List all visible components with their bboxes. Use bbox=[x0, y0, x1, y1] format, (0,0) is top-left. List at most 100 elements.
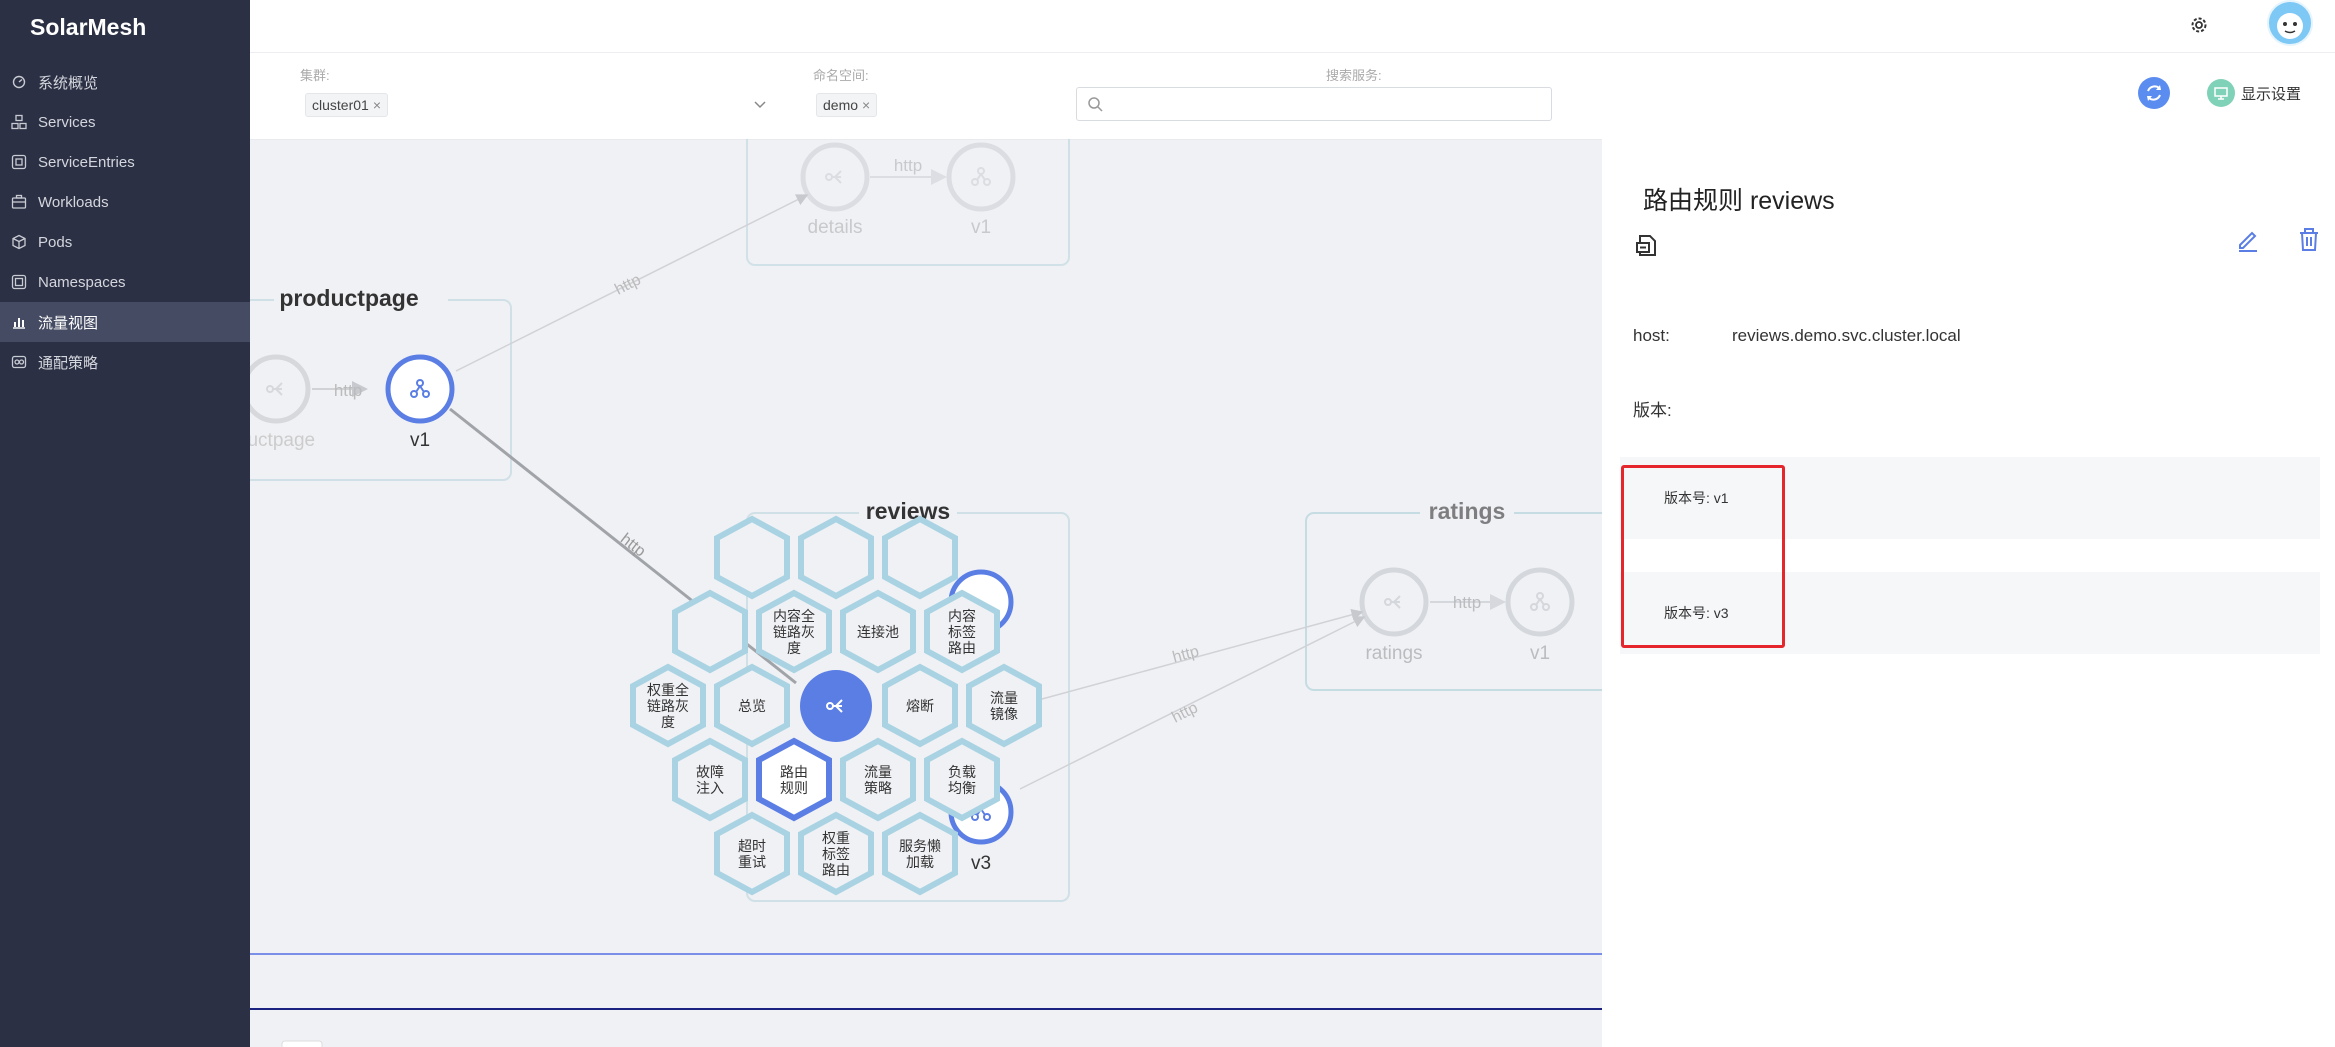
ratings-title: ratings bbox=[1429, 498, 1506, 524]
edit-icon[interactable] bbox=[2235, 227, 2261, 253]
version-card-v1[interactable]: 版本号: v1 bbox=[1620, 457, 2320, 539]
hex-timeout-retry[interactable]: 超时 重试 bbox=[714, 811, 790, 896]
reviews-service-node[interactable] bbox=[800, 670, 872, 742]
display-settings-label: 显示设置 bbox=[2241, 85, 2302, 103]
hex-label: 路由 bbox=[822, 862, 850, 878]
chevron-down-icon[interactable] bbox=[752, 97, 768, 113]
avatar[interactable] bbox=[2267, 0, 2313, 46]
hex-traffic-policy[interactable]: 流量 策略 bbox=[840, 737, 916, 822]
productpage-title: productpage bbox=[279, 285, 418, 311]
hex-content-gray-release[interactable]: 内容全 链路灰 度 bbox=[756, 589, 832, 674]
details-v1-label: v1 bbox=[971, 217, 991, 238]
productpage-v1-node[interactable] bbox=[385, 354, 455, 424]
ratings-v1-node[interactable] bbox=[1505, 567, 1575, 637]
sidebar-item-overview[interactable]: 系统概览 bbox=[0, 62, 250, 102]
sidebar-item-label: 系统概览 bbox=[38, 74, 99, 92]
sidebar-item-label: Namespaces bbox=[38, 273, 126, 291]
hex-empty bbox=[882, 515, 958, 600]
ratings-v1-label: v1 bbox=[1530, 643, 1550, 664]
hex-label: 内容全 bbox=[773, 608, 815, 624]
hex-label: 度 bbox=[787, 640, 801, 656]
hex-label: 链路灰 bbox=[773, 624, 815, 640]
services-icon bbox=[10, 113, 28, 131]
hex-content-tag-route[interactable]: 内容 标签 路由 bbox=[924, 589, 1000, 674]
refresh-button[interactable] bbox=[2138, 77, 2170, 109]
hex-label: 流量 bbox=[990, 690, 1018, 706]
hex-label: 熔断 bbox=[906, 698, 934, 714]
details-node-label: details bbox=[808, 217, 863, 238]
hex-label: 均衡 bbox=[948, 780, 976, 796]
edge-reviews-ratings[interactable] bbox=[1041, 608, 1364, 700]
productpage-group[interactable]: productpage http ductpage v1 bbox=[250, 285, 512, 481]
hex-weight-gray-release[interactable]: 权重全 链路灰 度 bbox=[630, 663, 706, 748]
details-v1-node[interactable] bbox=[946, 142, 1016, 212]
hex-label: 路由 bbox=[780, 764, 808, 780]
cluster-select[interactable]: cluster01× bbox=[305, 89, 388, 121]
namespaces-icon bbox=[10, 273, 28, 291]
hex-label: 镜像 bbox=[990, 706, 1018, 722]
cluster-tag: cluster01× bbox=[305, 93, 388, 117]
details-group[interactable]: http details v1 bbox=[746, 139, 1070, 266]
sidebar-item-wildcard-policy[interactable]: 通配策略 bbox=[0, 342, 250, 382]
hex-weight-tag-route[interactable]: 权重 标签 路由 bbox=[798, 811, 874, 896]
cluster-tag-text: cluster01 bbox=[312, 97, 369, 113]
gear-icon[interactable] bbox=[2187, 13, 2211, 37]
hex-routing-rule[interactable]: 路由 规则 bbox=[756, 737, 832, 822]
hex-label: 标签 bbox=[948, 624, 976, 640]
version-card-v3[interactable]: 版本号: v3 bbox=[1620, 572, 2320, 654]
sidebar-item-pods[interactable]: Pods bbox=[0, 222, 250, 262]
display-settings-button[interactable]: 显示设置 bbox=[2207, 78, 2301, 108]
namespace-select[interactable]: demo× bbox=[816, 89, 878, 121]
hex-label: 重试 bbox=[738, 854, 766, 870]
hex-overview[interactable]: 总览 bbox=[714, 663, 790, 748]
hex-label: 流量 bbox=[864, 764, 892, 780]
sidebar-item-label: Pods bbox=[38, 233, 73, 251]
sidebar-item-services[interactable]: Services bbox=[0, 102, 250, 142]
remove-tag-icon[interactable]: × bbox=[372, 97, 381, 113]
hex-load-balance[interactable]: 负载 均衡 bbox=[924, 737, 1000, 822]
delete-icon[interactable] bbox=[2296, 227, 2322, 253]
ratings-group[interactable]: ratings http ratings v1 bbox=[1305, 498, 1602, 691]
hex-label: 注入 bbox=[696, 780, 724, 796]
hex-label: 标签 bbox=[822, 846, 850, 862]
hex-label: 加载 bbox=[906, 854, 934, 870]
edge-productpage-details[interactable] bbox=[455, 194, 809, 372]
sidebar-item-traffic-view[interactable]: 流量视图 bbox=[0, 302, 250, 342]
edge-label: http bbox=[1169, 699, 1201, 726]
sidebar: SolarMesh 系统概览 Services ServiceEntries W… bbox=[0, 0, 250, 1047]
timeline-handle[interactable] bbox=[281, 1040, 323, 1047]
sidebar-item-serviceentries[interactable]: ServiceEntries bbox=[0, 142, 250, 182]
workloads-icon bbox=[10, 193, 28, 211]
sidebar-item-label: Workloads bbox=[38, 193, 109, 211]
hex-label: 服务懒 bbox=[899, 838, 941, 854]
sidebar-item-workloads[interactable]: Workloads bbox=[0, 182, 250, 222]
brand-logo[interactable]: SolarMesh bbox=[30, 14, 147, 40]
hex-label: 超时 bbox=[738, 838, 766, 854]
edge-label: http bbox=[1453, 593, 1481, 612]
remove-tag-icon[interactable]: × bbox=[862, 97, 871, 113]
edge-reviews-ratings[interactable] bbox=[1019, 616, 1366, 790]
hex-connection-pool[interactable]: 连接池 bbox=[840, 589, 916, 674]
namespace-tag: demo× bbox=[816, 93, 878, 117]
namespace-label: 命名空间: bbox=[813, 68, 869, 83]
copy-icon[interactable] bbox=[1636, 233, 1658, 259]
hex-label: 权重全 bbox=[647, 682, 689, 698]
search-input[interactable] bbox=[1076, 87, 1552, 121]
hex-fault-injection[interactable]: 故障 注入 bbox=[672, 737, 748, 822]
search-icon bbox=[1088, 97, 1103, 112]
hex-lazy-loading[interactable]: 服务懒 加载 bbox=[882, 811, 958, 896]
traffic-graph[interactable]: http details v1 productpage http ductpag… bbox=[250, 139, 1602, 1047]
edge-label: http bbox=[617, 531, 649, 561]
ratings-node-label: ratings bbox=[1365, 643, 1422, 664]
hex-label: 策略 bbox=[864, 780, 892, 796]
edge-label: http bbox=[612, 271, 644, 298]
monitor-icon bbox=[2207, 79, 2235, 107]
reviews-title: reviews bbox=[866, 498, 950, 524]
hex-traffic-mirror[interactable]: 流量 镜像 bbox=[966, 663, 1042, 748]
detail-panel: 路由规则 reviews host: reviews.demo.svc.clus… bbox=[1602, 139, 2335, 1047]
sidebar-item-namespaces[interactable]: Namespaces bbox=[0, 262, 250, 302]
host-label: host: bbox=[1633, 326, 1670, 345]
service-action-menu: 内容全 链路灰 度 连接池 内容 标签 路由 权重全 链路灰 度 bbox=[630, 515, 1042, 896]
hex-circuit-breaker[interactable]: 熔断 bbox=[882, 663, 958, 748]
version-text: 版本号: v3 bbox=[1664, 605, 1729, 621]
